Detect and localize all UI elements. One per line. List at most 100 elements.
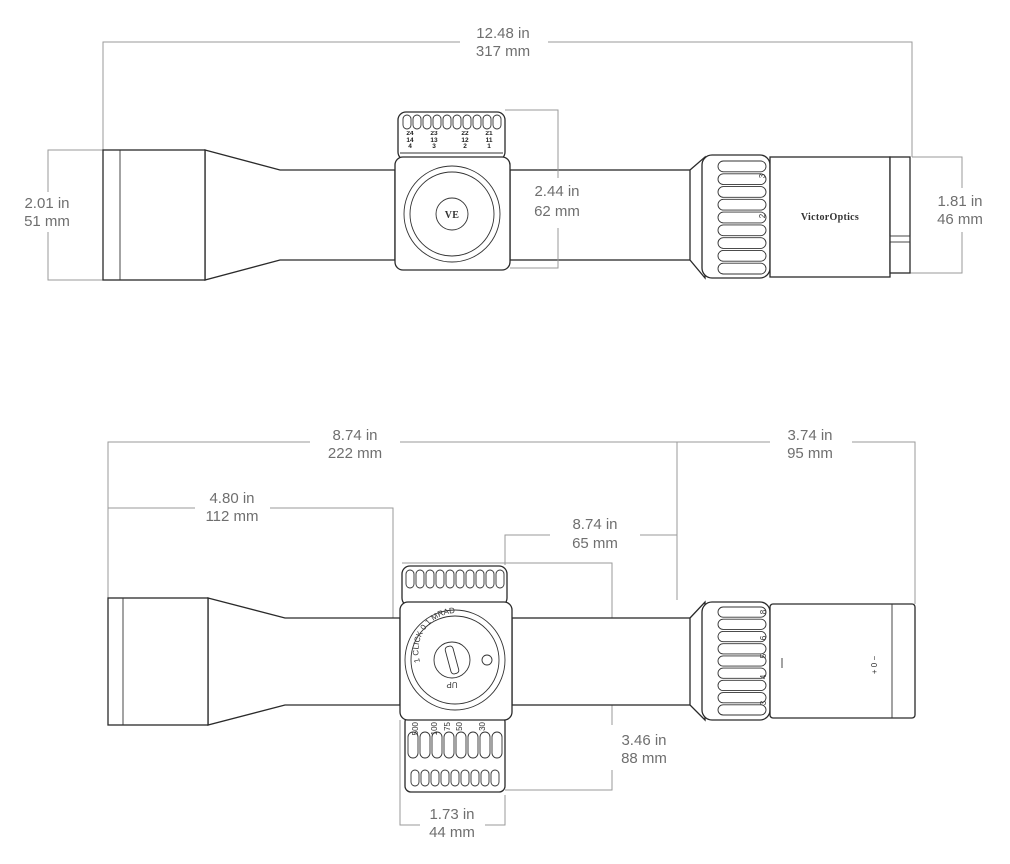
knurl-ridge (717, 237, 767, 249)
turret-knurl (405, 569, 505, 589)
eyepiece (769, 603, 916, 719)
coin-slot-icon (444, 645, 460, 675)
knurl-ridge (407, 731, 419, 759)
knurl-ridge (445, 569, 455, 589)
objective-taper (204, 149, 396, 281)
knurl-ridge (492, 114, 502, 130)
knurl-ridge (405, 569, 415, 589)
knurl-ridge (480, 769, 490, 787)
knurl-ridge (419, 731, 431, 759)
turret-direction: UP (446, 680, 457, 689)
knurl-ridge (717, 679, 767, 692)
knurl-ridge (495, 569, 505, 589)
svg-text:100: 100 (430, 721, 439, 735)
windage-dial (403, 165, 501, 263)
diopter-mark: + 0 − (870, 656, 879, 675)
knurl-ridge (465, 569, 475, 589)
knurl-ridge (422, 114, 432, 130)
knurl-ridge (443, 731, 455, 759)
turret-height-dimension-line (505, 109, 559, 269)
knurl-ridge (430, 769, 440, 787)
elevation-turret (401, 565, 508, 607)
svg-text:6: 6 (759, 635, 768, 640)
knurl-ridge (440, 769, 450, 787)
objective-diameter-in: 2.01 in (24, 195, 69, 212)
knurl-ridge (717, 655, 767, 667)
svg-text:5: 5 (759, 653, 768, 658)
svg-text:75: 75 (443, 721, 452, 730)
knurl-ridge (717, 211, 767, 224)
knurl-ridge (455, 569, 465, 589)
turret-logo-text: VE (445, 210, 460, 221)
mag-mark: 2 (758, 213, 767, 218)
knurl-ridge (717, 643, 767, 655)
svg-text:4: 4 (759, 674, 768, 679)
knurl-ridge (420, 769, 430, 787)
svg-text:50: 50 (455, 721, 464, 730)
mag-mark: 3 (758, 173, 767, 178)
turret-scale: 24 14 4 23 13 3 22 12 2 21 11 1 (406, 131, 492, 150)
knurl-ridge (442, 114, 452, 130)
eyepiece-diameter-mm: 46 mm (937, 211, 983, 228)
knurl-ridge (431, 731, 443, 759)
knurl-ridge (717, 262, 767, 275)
knurl-ridge (472, 114, 482, 130)
knurl-ridge (717, 630, 767, 643)
windage-dial (404, 609, 506, 711)
eyepiece-diameter-in: 1.81 in (937, 193, 982, 210)
knurl-ridge (717, 618, 767, 630)
overall-length-in: 12.48 in (476, 25, 529, 42)
magnification-marks: 8 6 5 4 3 (759, 609, 768, 705)
knurl-ridge (435, 569, 445, 589)
knurl-ridge (410, 769, 420, 787)
turret-scale-mark: 24 14 4 (406, 131, 414, 150)
objective-diameter-mm: 51 mm (24, 213, 70, 230)
eyepiece-length-in: 3.74 in (787, 427, 832, 444)
top-dimension-lines (47, 41, 963, 281)
turret-scale-mark: 22 12 2 (461, 131, 469, 150)
turret-scale-mark: 23 13 3 (430, 131, 438, 150)
top-view: 12.48 in 317 mm 2.01 in 51 mm 1.81 in 46… (24, 25, 983, 281)
knurl-ridge (717, 186, 767, 198)
knurl-ridge (717, 198, 767, 211)
objective-to-saddle-mm: 112 mm (205, 508, 258, 525)
top-scope-body: 24 14 4 23 13 3 22 12 2 21 11 1 VE 3 2 V… (102, 111, 911, 281)
knurl-ridge (717, 160, 767, 173)
parallax-knurl (407, 731, 503, 787)
knurl-ridge (425, 569, 435, 589)
saddle-width-mm: 44 mm (429, 824, 475, 841)
eyepiece-length-mm: 95 mm (787, 445, 833, 462)
knurl-ridge (415, 569, 425, 589)
eyepiece-cap (889, 156, 911, 274)
knurl-ridge (485, 569, 495, 589)
side-view: 8.74 in 222 mm 3.74 in 95 mm 4.80 in 112… (107, 427, 916, 841)
objective-bell (102, 149, 206, 281)
saddle-to-eyepiece-in: 8.74 in (572, 516, 617, 533)
turret-span-mm: 88 mm (621, 750, 667, 767)
objective-to-saddle-in: 4.80 in (209, 490, 254, 507)
magnification-ring-knurl (717, 606, 767, 716)
knurl-ridge (482, 114, 492, 130)
knurl-ridge (475, 569, 485, 589)
zero-indicator-icon (481, 654, 493, 666)
side-scope-body: 1 CLICK 0.1 MRAD UP 500 100 75 50 30 8 6… (107, 565, 916, 793)
objective-to-eyepiece-mm: 222 mm (328, 445, 382, 462)
knurl-ridge (717, 173, 767, 186)
knurl-ridge (460, 769, 470, 787)
svg-text:500: 500 (411, 721, 420, 735)
knurl-ridge (455, 731, 467, 759)
objective-to-eyepiece-in: 8.74 in (332, 427, 377, 444)
knurl-ridge (432, 114, 442, 130)
parallax-marks: 500 100 75 50 30 (411, 721, 487, 735)
saddle-to-eyepiece-mm: 65 mm (572, 535, 618, 552)
knurl-ridge (717, 692, 767, 704)
eyepiece (769, 156, 891, 278)
knurl-ridge (412, 114, 422, 130)
knurl-ridge (717, 224, 767, 237)
svg-text:30: 30 (478, 721, 487, 730)
knurl-ridge (491, 731, 503, 759)
svg-text:3: 3 (759, 700, 768, 705)
magnification-ring-knurl (717, 160, 767, 275)
svg-text:8: 8 (759, 609, 768, 614)
brand-logo: VictorOptics (801, 212, 859, 223)
